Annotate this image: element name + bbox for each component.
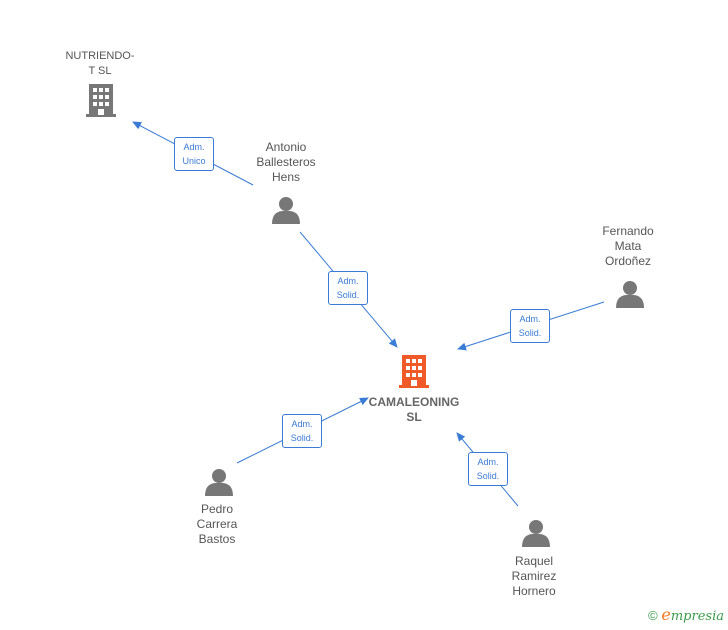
edge-label-fernando-camaleoning: Adm. Solid.: [510, 309, 550, 343]
edge-label-pedro-camaleoning: Adm. Solid.: [282, 414, 322, 448]
edge-label-antonio-camaleoning: Adm. Solid.: [328, 271, 368, 305]
building-icon-main[interactable]: [399, 355, 429, 388]
node-label-fernando[interactable]: Fernando Mata Ordoñez: [602, 224, 654, 268]
empresia-logo-e: e: [661, 605, 671, 624]
node-label-antonio[interactable]: Antonio Ballesteros Hens: [256, 140, 316, 184]
copyright-icon: ©: [648, 608, 658, 623]
edge-label-antonio-nutriendo: Adm. Unico: [174, 137, 214, 171]
node-label-pedro[interactable]: Pedro Carrera Bastos: [196, 502, 238, 546]
node-label-raquel[interactable]: Raquel Ramirez Hornero: [511, 554, 557, 598]
person-icon-antonio[interactable]: [272, 197, 300, 224]
empresia-logo-text: mpresia: [670, 609, 724, 624]
building-icon[interactable]: [86, 84, 116, 117]
person-icon-raquel[interactable]: [522, 520, 550, 547]
person-icon-pedro[interactable]: [205, 469, 233, 496]
node-label-nutriendo[interactable]: NUTRIENDO- T SL: [65, 50, 135, 77]
edge-label-raquel-camaleoning: Adm. Solid.: [468, 452, 508, 486]
empresia-watermark: © empresia: [648, 605, 724, 624]
person-icon-fernando[interactable]: [616, 281, 644, 308]
node-label-camaleoning[interactable]: CAMALEONING SL: [368, 395, 460, 424]
